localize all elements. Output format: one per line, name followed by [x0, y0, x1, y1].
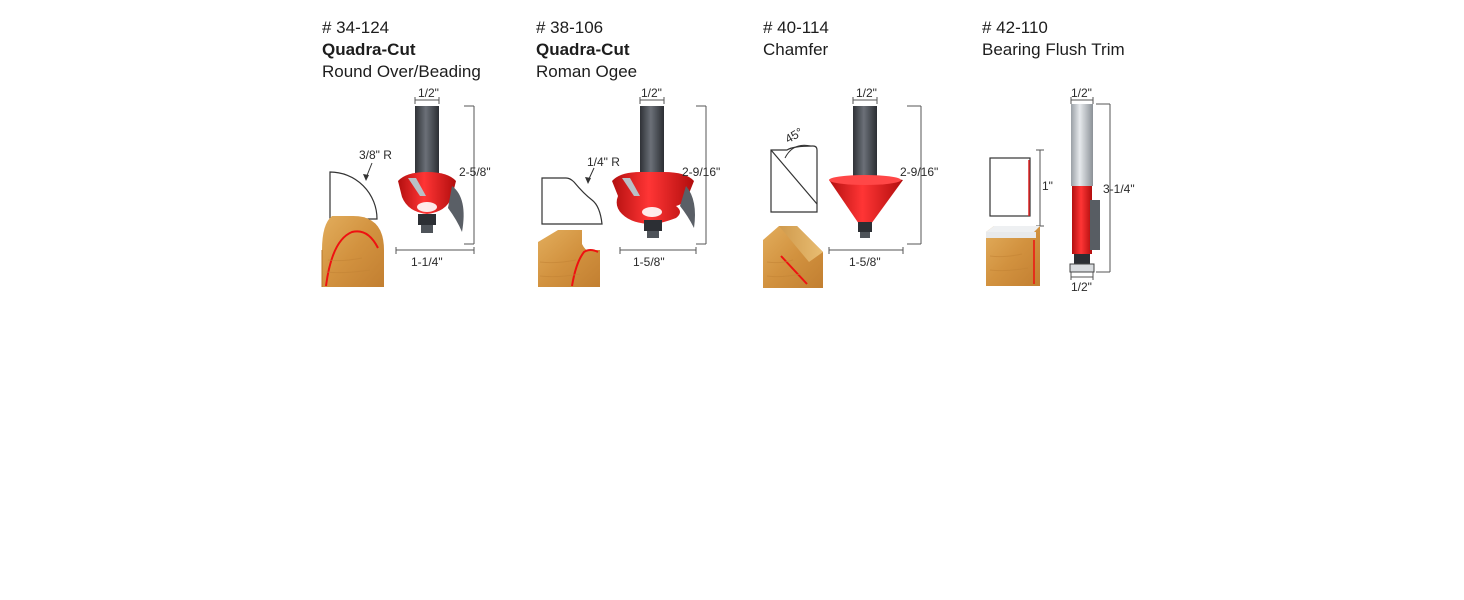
bit — [829, 106, 903, 238]
dimension-lines — [619, 97, 707, 254]
dimension-lines — [395, 97, 475, 254]
bit — [612, 106, 695, 238]
product-sku: # 34-124 — [322, 18, 390, 37]
product-sku: # 40-114 — [763, 18, 829, 37]
product-series: Quadra-Cut — [322, 40, 416, 59]
shank-diameter-label: 1/2" — [641, 86, 662, 100]
profile-drawing: 1" — [989, 149, 1053, 227]
wood-block — [538, 230, 600, 287]
product-42-110: # 42-110 Bearing Flush Trim 1" 1/ — [982, 0, 1212, 300]
wood-block — [321, 216, 384, 287]
dimension-lines — [1070, 97, 1111, 280]
cut-depth-label: 1" — [1042, 179, 1053, 193]
bit — [1069, 104, 1100, 273]
cut-diameter-label: 1/2" — [1071, 280, 1092, 294]
profile-drawing: 45° — [770, 125, 818, 213]
wood-block — [986, 226, 1040, 286]
cut-diameter-label: 1-5/8" — [849, 255, 881, 269]
profile-radius-label: 3/8" R — [359, 148, 392, 162]
product-name: Round Over/Beading — [322, 62, 481, 81]
cut-diameter-label: 1-1/4" — [411, 255, 443, 269]
profile-drawing: 1/4" R — [541, 155, 620, 225]
overall-length-label: 2-9/16" — [900, 165, 938, 179]
product-name: Chamfer — [763, 40, 829, 59]
overall-length-label: 3-1/4" — [1103, 182, 1135, 196]
product-34-124: # 34-124 Quadra-Cut Round Over/Beading 3… — [321, 0, 552, 300]
cut-diameter-label: 1-5/8" — [633, 255, 665, 269]
bit — [398, 106, 464, 233]
overall-length-label: 2-5/8" — [459, 165, 491, 179]
product-40-114: # 40-114 Chamfer 45° 1/2" 2-9/16" — [763, 0, 993, 300]
product-sku: # 38-106 — [536, 18, 604, 37]
router-bit-illustration: 1/4" R 1/2" 2-9/16" 1-5/8" — [538, 86, 720, 287]
product-sku: # 42-110 — [982, 18, 1048, 37]
profile-radius-label: 1/4" R — [587, 155, 620, 169]
overall-length-label: 2-9/16" — [682, 165, 720, 179]
dimension-lines — [828, 97, 922, 254]
profile-drawing: 3/8" R — [329, 148, 392, 220]
product-name: Bearing Flush Trim — [982, 40, 1125, 59]
product-38-106: # 38-106 Quadra-Cut Roman Ogee 1/4" R — [536, 0, 766, 300]
product-name: Roman Ogee — [536, 62, 638, 81]
router-bit-illustration: 45° 1/2" 2-9/16" 1-5/8" — [763, 86, 938, 288]
shank-diameter-label: 1/2" — [856, 86, 877, 100]
shank-diameter-label: 1/2" — [418, 86, 439, 100]
shank-diameter-label: 1/2" — [1071, 86, 1092, 100]
router-bit-illustration: 1" 1/2" 3-1/4" 1/2" — [986, 86, 1135, 294]
chamfer-angle-label: 45° — [783, 125, 806, 146]
product-series: Quadra-Cut — [536, 40, 630, 59]
router-bit-illustration: 3/8" R 1/2" 2-5/8" 1-1/4" — [321, 86, 491, 287]
wood-block — [763, 226, 823, 288]
